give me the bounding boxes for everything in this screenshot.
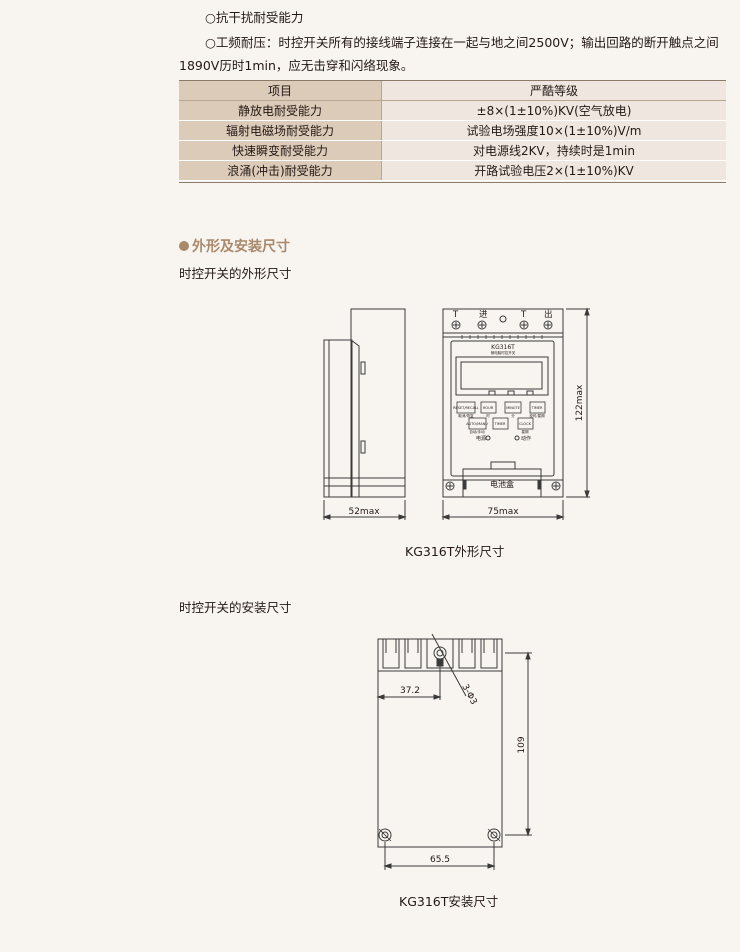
front-view — [442, 308, 564, 498]
dim-hole: 3-Φ3 — [459, 683, 478, 707]
button-sub-label: 分 — [511, 413, 515, 418]
table-row: 浪涌(冲击)耐受能力 开路试验电压2×(1±10%)KV — [179, 160, 726, 181]
section-title-text: 外形及安装尺寸 — [192, 239, 290, 255]
mount-caption: KG316T安装尺寸 — [399, 894, 499, 909]
button-label: MINUTE — [506, 406, 520, 410]
dim-side-width: 52max — [348, 507, 380, 517]
table-cell: 辐射电磁场耐受能力 — [179, 120, 382, 141]
mount-subtitle: 时控开关的安装尺寸 — [179, 600, 292, 615]
button-label: RESET/RECALL — [453, 406, 479, 410]
table-row: 静放电耐受能力 ±8×(1±10%)KV(空气放电) — [179, 100, 726, 121]
spec-table-frame — [179, 80, 726, 183]
table-cell: 试验电场强度10×(1±10%)V/m — [381, 120, 726, 141]
intro-line-2b: 1890V历时1min，应无击穿和闪络现象。 — [179, 58, 414, 73]
button-sub-label: 自动/手动 — [469, 429, 485, 434]
terminal-label: 进 — [479, 310, 488, 320]
terminal-label: 出 — [544, 309, 553, 320]
button-label: TIMER — [494, 422, 506, 426]
table-cell: 开路试验电压2×(1±10%)KV — [381, 160, 726, 181]
button-label: AUTO/MANU — [466, 422, 488, 426]
table-header-cell: 项目 — [179, 81, 382, 101]
outline-caption: KG316T外形尺寸 — [405, 544, 505, 559]
terminal-label: T — [452, 310, 459, 320]
button-sub-label: 校时/星期 — [529, 413, 545, 418]
table-cell: ±8×(1±10%)KV(空气放电) — [381, 100, 726, 121]
button-sub-label: 时 — [486, 413, 490, 418]
table-cell: 静放电耐受能力 — [179, 100, 382, 121]
outline-subtitle: 时控开关的外形尺寸 — [179, 266, 292, 281]
dim-height: 122max — [575, 384, 585, 421]
table-cell: 快速瞬变耐受能力 — [179, 140, 382, 161]
table-header-cell: 严酷等级 — [381, 81, 726, 101]
table-row: 辐射电磁场耐受能力 试验电场强度10×(1±10%)V/m — [179, 120, 726, 141]
spec-table: 项目 严酷等级 静放电耐受能力 ±8×(1±10%)KV(空气放电) 辐射电磁场… — [179, 81, 726, 181]
button-label: HOUR — [483, 406, 494, 410]
table-cell: 浪涌(冲击)耐受能力 — [179, 160, 382, 181]
button-label: CLOCK — [519, 422, 531, 426]
dim-front-width: 75max — [487, 507, 519, 517]
dim-offset: 37.2 — [400, 686, 420, 696]
dim-mount-height: 109 — [517, 736, 527, 753]
model-label: KG316T — [491, 344, 515, 351]
dim-mount-width: 65.5 — [430, 855, 450, 865]
indicator-label: 动作 — [521, 435, 531, 442]
intro-line-2a: ○工频耐压：时控开关所有的接线端子连接在一起与地之间2500V；输出回路的断开触… — [205, 35, 719, 50]
battery-box-label: 电池盒 — [490, 479, 514, 489]
intro-line-1: ○抗干扰耐受能力 — [205, 10, 304, 25]
section-title: 外形及安装尺寸 — [179, 236, 290, 256]
indicator-label: 电源 — [476, 435, 486, 442]
bullet-icon — [179, 241, 189, 251]
model-sub-label: 微电脑时控开关 — [491, 350, 516, 355]
terminal-label: T — [520, 310, 527, 320]
button-sub-label: 星期 — [522, 429, 530, 434]
table-header-row: 项目 严酷等级 — [179, 81, 726, 101]
button-label: TIMER — [531, 406, 543, 410]
table-cell: 对电源线2KV，持续时是1min — [381, 140, 726, 161]
button-sub-label: 取消/恢复 — [458, 413, 474, 418]
side-view — [323, 308, 406, 498]
table-row: 快速瞬变耐受能力 对电源线2KV，持续时是1min — [179, 140, 726, 161]
